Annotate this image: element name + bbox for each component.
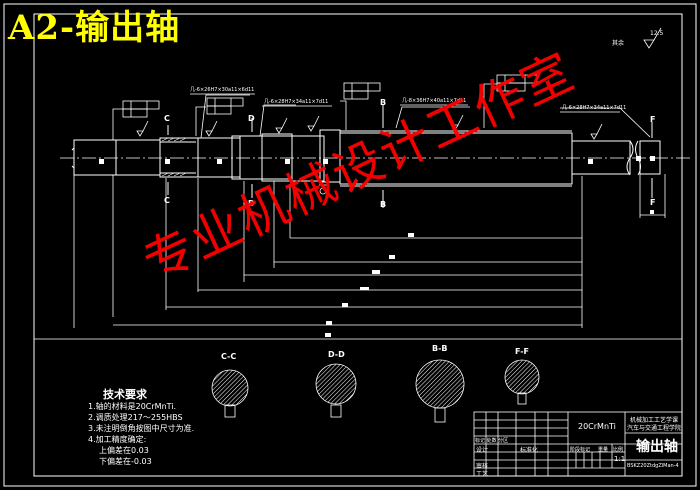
tech-requirements-list: 1.轴的材料是20CrMnTi. 2.调质处理217～255HBS 3.未注明倒… bbox=[88, 401, 194, 467]
tech-requirement-item: 4.加工精度确定: bbox=[88, 435, 147, 444]
tolerance-frame-2 bbox=[206, 97, 244, 115]
section-markers bbox=[167, 105, 653, 208]
title-block-grid bbox=[473, 411, 683, 477]
tech-requirement-item: 1.轴的材料是20CrMnTi. bbox=[88, 402, 177, 411]
title-block-design-label: 设计 bbox=[476, 447, 489, 454]
title-block-part-name: 输出轴 bbox=[636, 439, 678, 455]
title-block-drawing-no: BSKZ20ZtdgZlMan-4 bbox=[627, 463, 679, 469]
shaft-outline bbox=[71, 129, 661, 187]
spline-callout-3: 几-8×36H7×40a11×7d11 bbox=[402, 98, 467, 104]
roughness-symbols bbox=[136, 27, 662, 140]
dimension-lines bbox=[34, 174, 682, 340]
title-block-scale-value: 1:1 bbox=[614, 455, 626, 463]
section-mark-f-top: F bbox=[650, 115, 656, 124]
roughness-note-value: 12.5 bbox=[650, 30, 664, 37]
section-view-b bbox=[415, 359, 465, 423]
tech-requirements-title: 技术要求 bbox=[103, 388, 147, 401]
tolerance-frame-3 bbox=[343, 82, 381, 100]
spline-underlines bbox=[190, 93, 620, 113]
title-block-material: 20CrMnTi bbox=[578, 422, 616, 431]
section-view-d-label: D-D bbox=[328, 350, 345, 359]
dimension-values bbox=[99, 156, 655, 337]
spline-hatch-c bbox=[161, 137, 187, 177]
section-view-d bbox=[315, 363, 357, 418]
title-block-scale-label: 比例 bbox=[613, 447, 624, 453]
section-view-f-label: F-F bbox=[515, 347, 530, 356]
datum-symbol bbox=[319, 184, 327, 195]
spline-callout-4: 几-6×28H7×34a11×7d11 bbox=[562, 105, 627, 111]
title-block-weight-label: 重量 bbox=[598, 447, 609, 453]
title-block-review-label: 审核 bbox=[476, 463, 489, 470]
section-mark-f-bottom: F bbox=[650, 198, 656, 207]
outer-border bbox=[3, 3, 697, 487]
inner-border bbox=[33, 13, 683, 477]
section-view-f bbox=[504, 359, 540, 405]
tech-requirement-subitem: 下偏差在-0.03 bbox=[99, 457, 152, 466]
sheet-title: A2-输出轴 bbox=[8, 8, 181, 48]
roughness-note-prefix: 其余 bbox=[612, 40, 625, 47]
title-block-school-line1: 机械加工工艺学课 bbox=[630, 417, 679, 424]
section-mark-d-bottom: D bbox=[248, 199, 255, 208]
section-view-c-label: C-C bbox=[221, 352, 237, 361]
tolerance-frame-1 bbox=[122, 100, 160, 118]
section-mark-b-top: B bbox=[380, 98, 387, 107]
title-block-stage-label: 阶段标记 bbox=[570, 447, 591, 453]
section-view-c bbox=[211, 369, 249, 418]
section-view-b-label: B-B bbox=[432, 344, 448, 353]
title-block-mark-row: 标记 处数 分区 bbox=[475, 438, 509, 444]
leader-lines bbox=[112, 83, 651, 140]
section-mark-b-bottom: B bbox=[380, 200, 387, 209]
title-block-standard-label: 标准化 bbox=[520, 447, 539, 454]
section-mark-c-bottom: C bbox=[164, 196, 170, 205]
tech-requirement-item: 2.调质处理217～255HBS bbox=[88, 413, 183, 422]
tech-requirement-subitem: 上偏差在0.03 bbox=[99, 446, 149, 455]
tolerance-frame-4 bbox=[496, 74, 538, 92]
spline-callout-1: 几-6×26H7×30a11×6d11 bbox=[190, 87, 255, 93]
tech-requirement-item: 3.未注明倒角按图中尺寸为准. bbox=[88, 424, 195, 433]
spline-callout-2: 几-6×28H7×34a11×7d11 bbox=[264, 99, 329, 105]
section-mark-d-top: D bbox=[248, 114, 255, 123]
section-mark-c-top: C bbox=[164, 114, 170, 123]
title-block-process-label: 工艺 bbox=[476, 471, 489, 478]
title-block-school-line2: 汽车与交通工程学院 bbox=[627, 425, 682, 432]
